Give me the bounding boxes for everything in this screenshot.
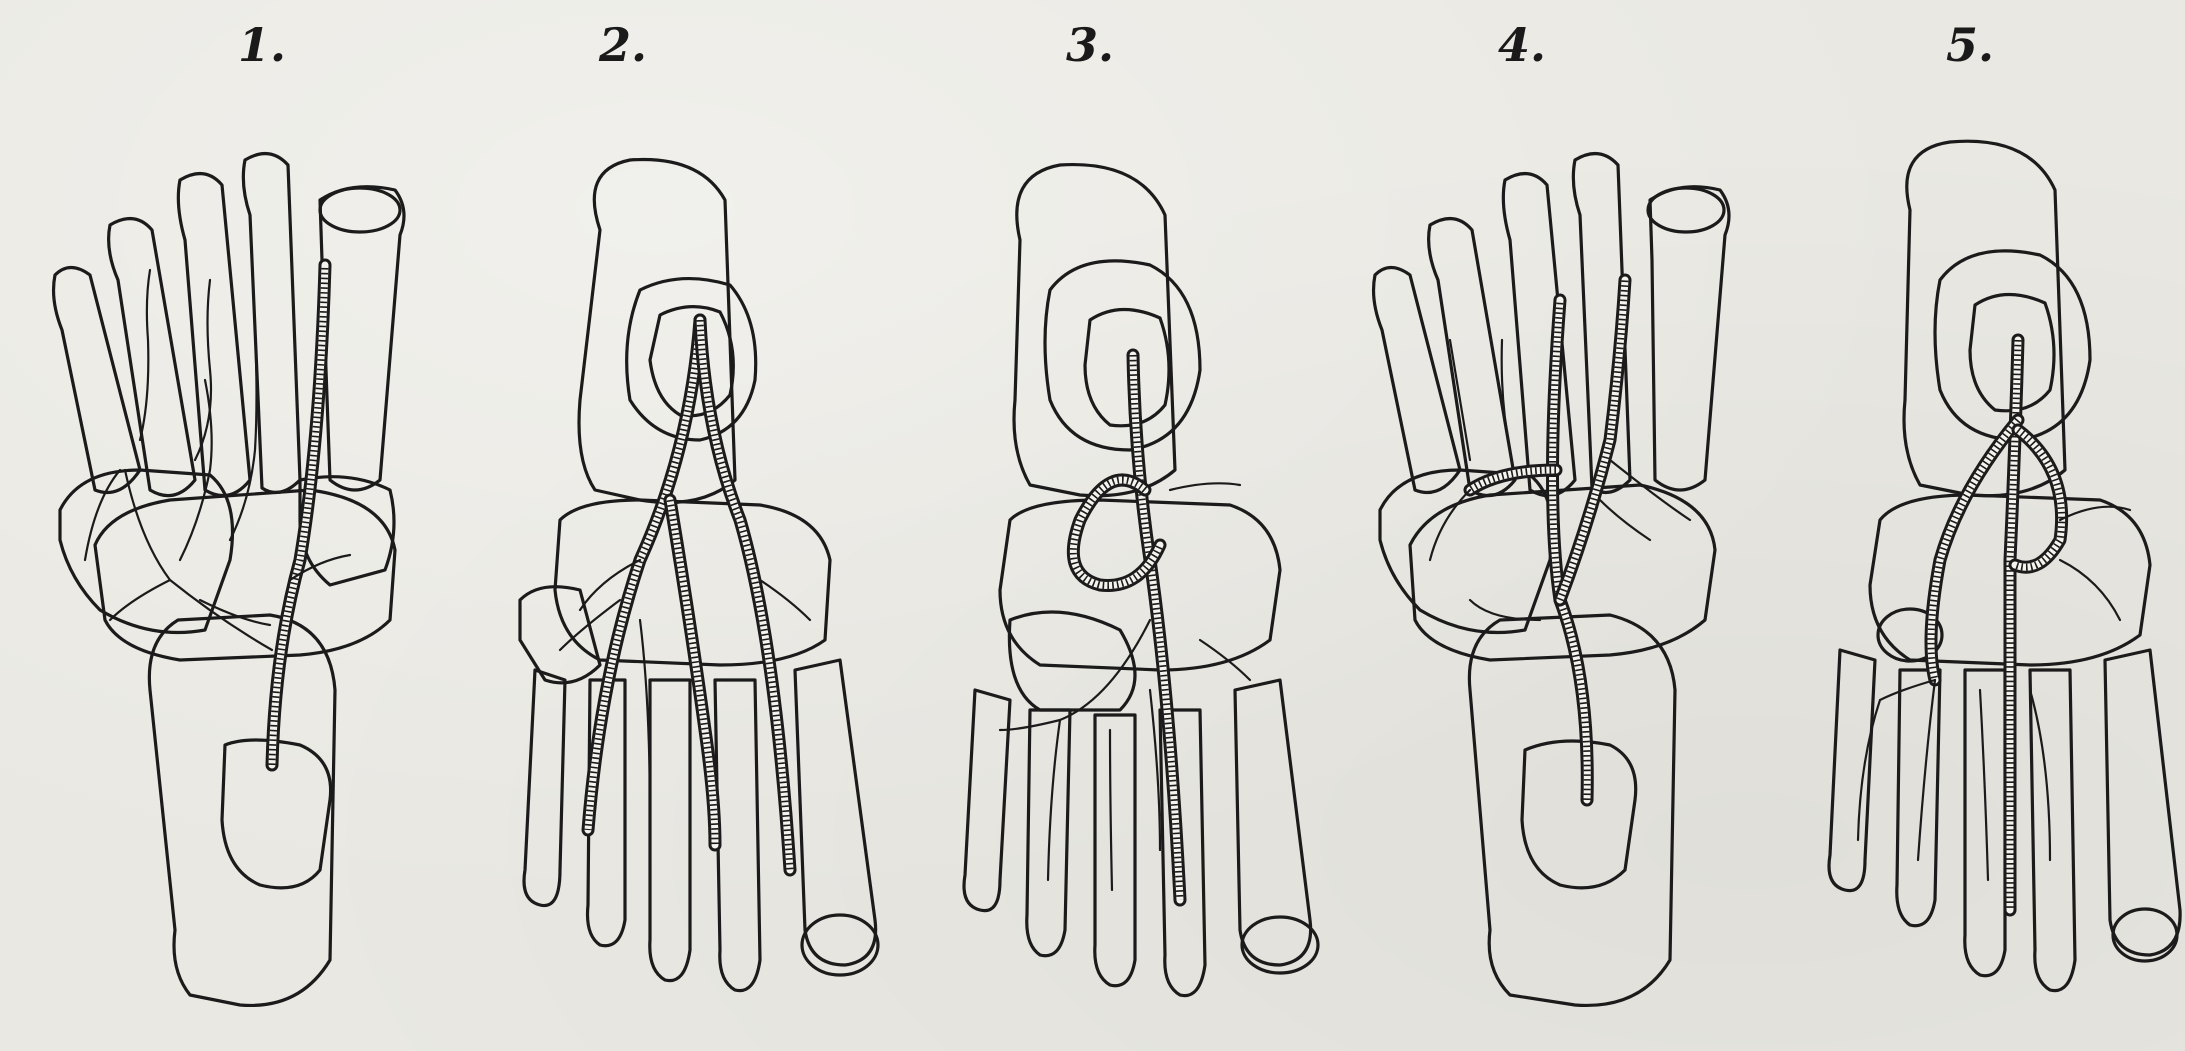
fig1-toe-5 xyxy=(54,268,140,493)
figure-2-foot xyxy=(520,160,878,991)
fig4-toe-3 xyxy=(1503,174,1575,496)
fig3-toe-5 xyxy=(964,690,1010,911)
figure-4-foot xyxy=(1374,154,1729,1006)
figure-3-foot xyxy=(964,165,1318,996)
fig4-toe-5 xyxy=(1374,268,1460,493)
fig1-toe-4 xyxy=(109,219,195,496)
fig3-toe-3 xyxy=(1095,715,1135,986)
fig3-toe-4 xyxy=(1027,710,1070,956)
fig2-toe-2 xyxy=(715,680,760,991)
figure-5-foot xyxy=(1829,141,2180,990)
fig5-toe-5 xyxy=(1829,650,1875,891)
fig2-toe-1 xyxy=(795,660,876,965)
fig4-heel-bone xyxy=(1469,615,1675,1005)
figure-1-foot xyxy=(54,154,404,1006)
fig1-heel-bone xyxy=(149,615,335,1005)
fig2-toe-3 xyxy=(650,680,690,981)
fig5-toe-4 xyxy=(1897,670,1940,926)
fig2-toe-5 xyxy=(524,670,565,906)
fig5-toe-3 xyxy=(1965,670,2005,976)
fig1-toe-2 xyxy=(243,154,300,493)
fig4-talus xyxy=(1522,741,1636,888)
